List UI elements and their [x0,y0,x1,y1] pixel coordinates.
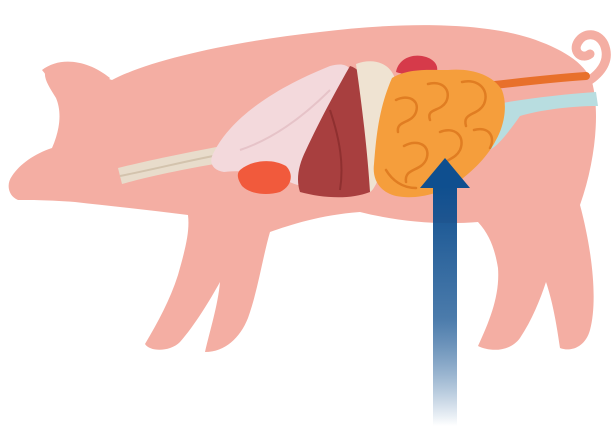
arrow-shaft [433,186,457,426]
